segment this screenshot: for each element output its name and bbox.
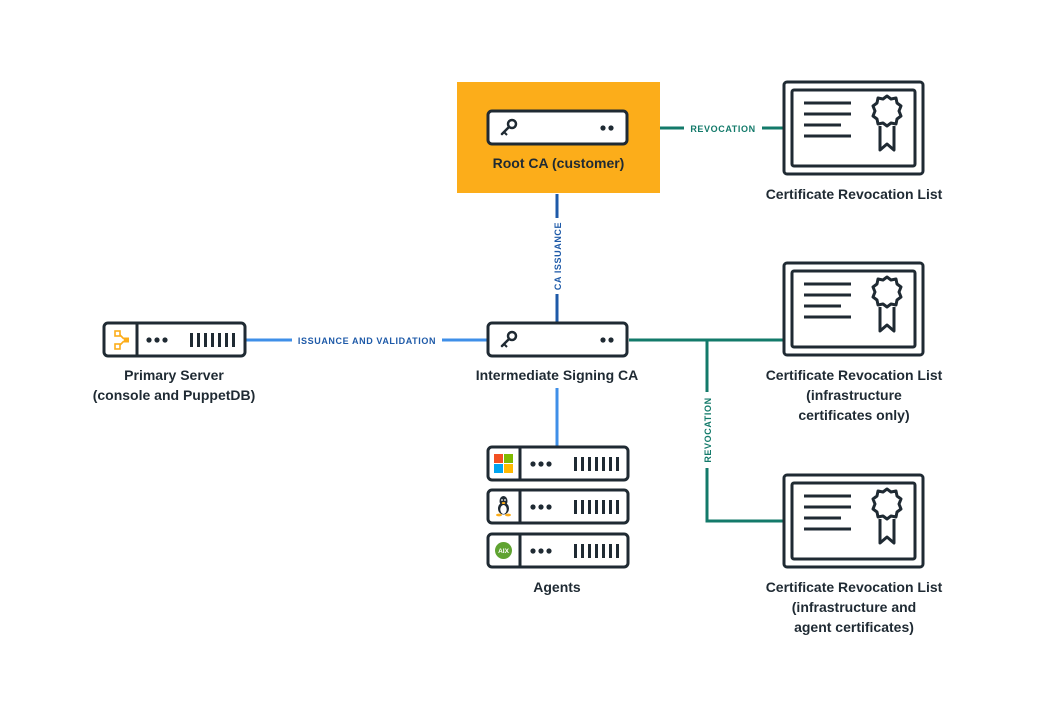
certificate-icon — [782, 261, 925, 357]
crl-agents-line-3: agent certificates) — [794, 619, 914, 635]
certificate-icon — [782, 80, 925, 176]
edge-label-revocation-top: REVOCATION — [690, 124, 755, 134]
agents-label: Agents — [533, 579, 581, 595]
agent-windows — [486, 445, 630, 482]
crl-root-label: Certificate Revocation List — [765, 186, 943, 202]
crl-infra-line-1: Certificate Revocation List — [765, 367, 943, 383]
root-ca-server — [486, 109, 629, 146]
edge-label-ca-issuance: CA ISSUANCE — [553, 222, 563, 290]
primary-server-title: Primary Server — [124, 367, 224, 383]
aix-icon: AIX — [495, 542, 512, 559]
intermediate-ca-server — [486, 321, 629, 358]
crl-agents-line-1: Certificate Revocation List — [765, 579, 943, 595]
linux-icon — [496, 496, 511, 517]
root-ca-label: Root CA (customer) — [492, 155, 625, 171]
crl-infra-line-3: certificates only) — [798, 407, 910, 423]
key-icon — [500, 330, 518, 348]
puppet-icon — [114, 330, 129, 350]
agent-aix: AIX — [486, 532, 630, 569]
crl-agents-label: Certificate Revocation List (infrastruct… — [744, 577, 964, 637]
crl-infra-line-2: (infrastructure — [806, 387, 902, 403]
key-icon — [500, 118, 518, 136]
primary-server-subtitle: (console and PuppetDB) — [92, 387, 256, 403]
edge-label-revocation-side: REVOCATION — [703, 397, 713, 462]
primary-server — [102, 321, 247, 358]
edge-label-issuance-validation: ISSUANCE AND VALIDATION — [298, 336, 436, 346]
agent-linux — [486, 488, 630, 525]
crl-agents-line-2: (infrastructure and — [791, 599, 917, 615]
windows-icon — [494, 454, 513, 473]
crl-infra-label: Certificate Revocation List (infrastruct… — [744, 365, 964, 425]
intermediate-ca-label: Intermediate Signing CA — [475, 367, 639, 383]
aix-badge-text: AIX — [498, 548, 510, 555]
primary-server-label: Primary Server (console and PuppetDB) — [64, 365, 284, 405]
certificate-icon — [782, 473, 925, 569]
